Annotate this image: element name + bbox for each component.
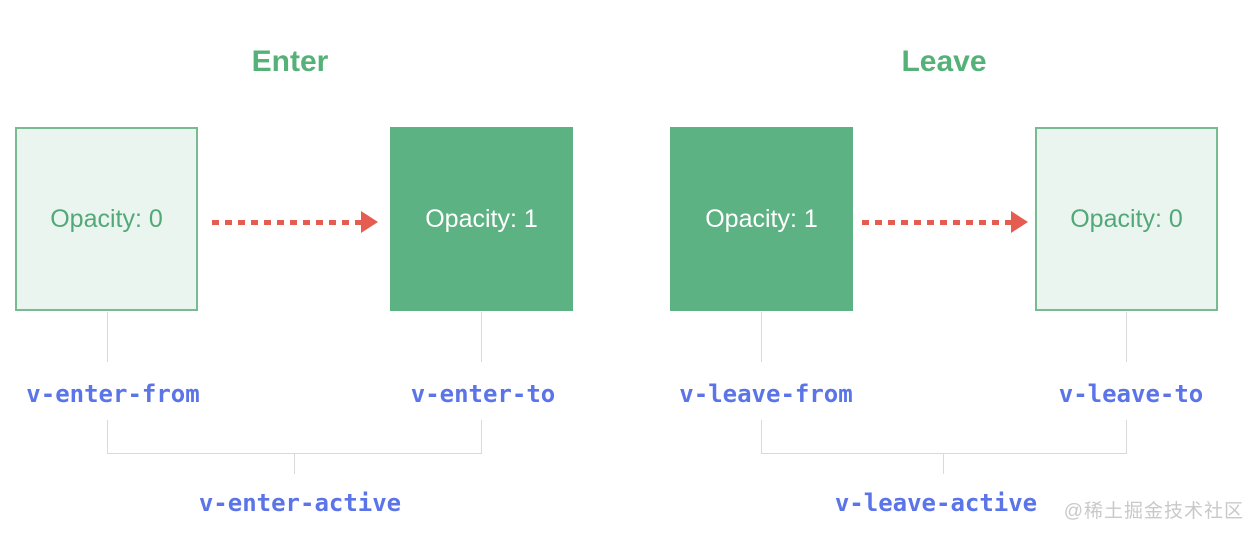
leave-active-drop-line — [943, 453, 944, 474]
enter-to-connector-line — [481, 312, 482, 362]
enter-from-box: Opacity: 0 — [15, 127, 198, 311]
leave-to-class-label: v-leave-to — [1058, 380, 1204, 408]
watermark: @稀土掘金技术社区 — [1063, 501, 1244, 522]
leave-from-box: Opacity: 1 — [670, 127, 853, 311]
leave-to-connector-line — [1126, 312, 1127, 362]
enter-active-bracket — [107, 420, 482, 454]
leave-transition-arrow — [862, 211, 1028, 233]
enter-to-box-label: Opacity: 1 — [425, 204, 538, 233]
leave-from-box-label: Opacity: 1 — [705, 204, 818, 233]
enter-to-box: Opacity: 1 — [390, 127, 573, 311]
leave-from-class-label: v-leave-from — [679, 380, 853, 408]
leave-to-box-label: Opacity: 0 — [1070, 204, 1183, 233]
dashed-line — [212, 219, 361, 225]
dashed-line — [862, 219, 1011, 225]
enter-section-title: Enter — [251, 45, 329, 78]
enter-from-box-label: Opacity: 0 — [50, 204, 163, 233]
enter-to-class-label: v-enter-to — [410, 380, 556, 408]
leave-active-class-label: v-leave-active — [834, 489, 1038, 517]
enter-transition-arrow — [212, 211, 378, 233]
enter-active-class-label: v-enter-active — [198, 489, 402, 517]
leave-active-bracket — [761, 420, 1127, 454]
leave-to-box: Opacity: 0 — [1035, 127, 1218, 311]
enter-active-drop-line — [294, 453, 295, 474]
leave-from-connector-line — [761, 312, 762, 362]
arrowhead-right-icon — [1011, 211, 1028, 233]
leave-section-title: Leave — [901, 45, 987, 78]
enter-from-class-label: v-enter-from — [26, 380, 200, 408]
enter-from-connector-line — [107, 312, 108, 362]
arrowhead-right-icon — [361, 211, 378, 233]
